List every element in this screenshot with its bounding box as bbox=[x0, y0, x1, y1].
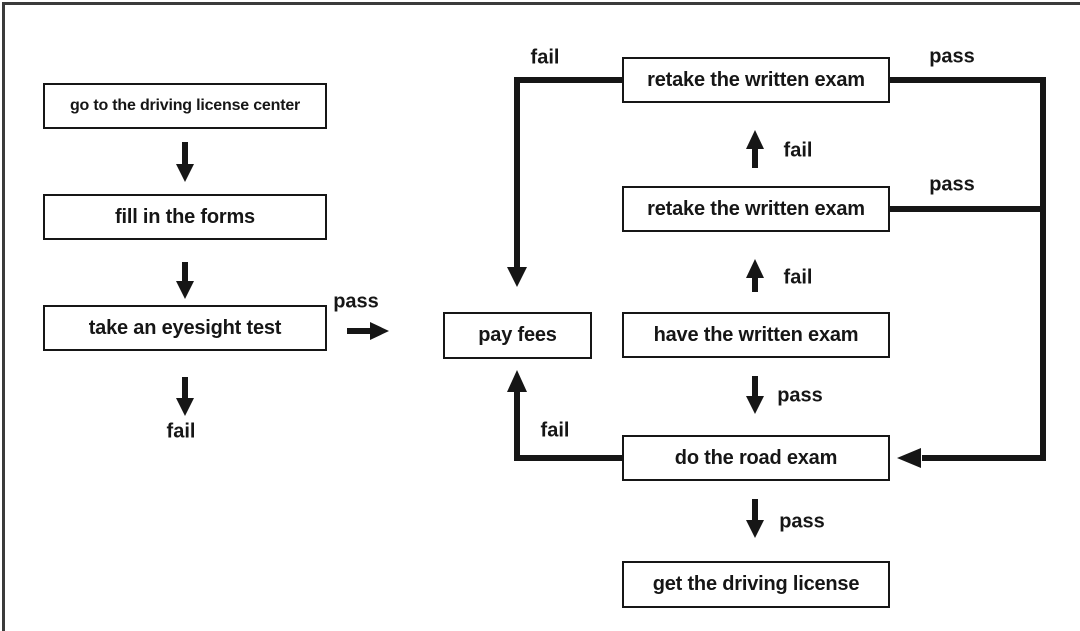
node-go-to-center: go to the driving license center bbox=[43, 83, 327, 129]
label-written-fail-up: fail bbox=[783, 266, 813, 289]
arrow-written-fail-up bbox=[746, 259, 764, 292]
node-label: take an eyesight test bbox=[88, 316, 282, 339]
label-retake1-pass: pass bbox=[929, 45, 975, 68]
node-label: retake the written exam bbox=[647, 68, 865, 91]
arrow-center-to-forms bbox=[176, 142, 194, 182]
connector-retake1-pass-to-road bbox=[890, 77, 1046, 468]
connector-retake1-fail-to-payfees bbox=[507, 77, 622, 287]
arrow-eyesight-pass-to-payfees bbox=[347, 322, 389, 340]
node-written-exam: have the written exam bbox=[622, 312, 890, 358]
node-get-license: get the driving license bbox=[622, 561, 890, 608]
node-label: get the driving license bbox=[652, 573, 860, 595]
label-road-fail: fail bbox=[540, 419, 570, 442]
node-label: pay fees bbox=[478, 324, 557, 346]
label-retake1-fail: fail bbox=[530, 46, 560, 69]
arrow-forms-to-eyesight bbox=[176, 262, 194, 299]
node-eyesight-test: take an eyesight test bbox=[43, 305, 327, 351]
node-label: retake the written exam bbox=[647, 197, 865, 220]
connector-road-fail-to-payfees bbox=[507, 370, 622, 461]
node-retake-written-2: retake the written exam bbox=[622, 186, 890, 232]
label-eyesight-pass: pass bbox=[333, 290, 379, 313]
arrow-retake2-fail-up bbox=[746, 130, 764, 168]
node-label: fill in the forms bbox=[115, 205, 255, 228]
label-road-pass: pass bbox=[779, 510, 825, 533]
label-retake2-fail-up: fail bbox=[783, 139, 813, 162]
label-retake2-pass: pass bbox=[929, 173, 975, 196]
node-road-exam: do the road exam bbox=[622, 435, 890, 481]
arrow-eyesight-fail bbox=[176, 377, 194, 416]
node-label: have the written exam bbox=[653, 323, 859, 346]
node-retake-written-1: retake the written exam bbox=[622, 57, 890, 103]
label-eyesight-fail: fail bbox=[166, 420, 196, 443]
arrow-written-pass-down bbox=[746, 376, 764, 414]
label-written-pass: pass bbox=[777, 384, 823, 407]
node-label: go to the driving license center bbox=[69, 97, 301, 114]
node-label: do the road exam bbox=[674, 446, 838, 469]
node-fill-forms: fill in the forms bbox=[43, 194, 327, 240]
node-pay-fees: pay fees bbox=[443, 312, 592, 359]
arrow-road-pass-down bbox=[746, 499, 764, 538]
